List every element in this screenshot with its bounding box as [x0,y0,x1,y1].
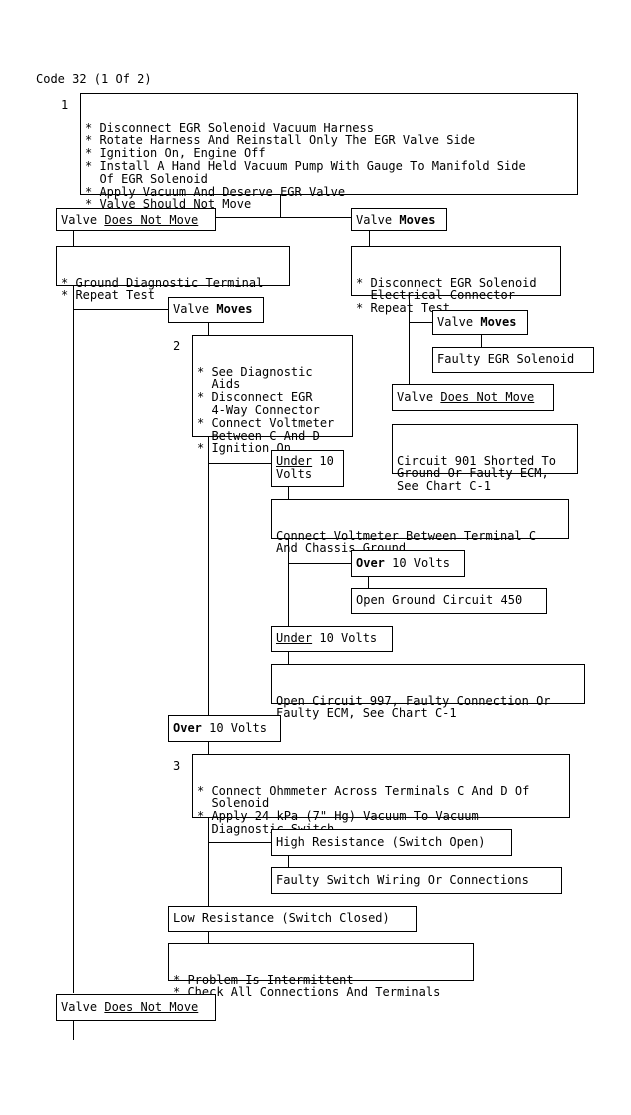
faulty-switch-wiring-box: Faulty Switch Wiring Or Connections [271,867,562,894]
connector-line [368,576,369,588]
connector-line [288,539,289,627]
connector-line [73,286,74,993]
intermittent-box: * Problem Is Intermittent* Check All Con… [168,943,474,999]
connector-line [409,322,434,323]
faulty-egr-solenoid-box: Faulty EGR Solenoid [432,347,594,373]
connector-line [481,334,482,348]
connector-line [73,230,74,247]
step-1-line: Of EGR Solenoid [85,171,208,186]
valve-does-not-move-box: Valve Does Not Move [56,994,216,1021]
step-1-box: * Disconnect EGR Solenoid Vacuum Harness… [80,93,578,211]
valve-moves-box: Valve Moves [351,208,447,231]
connector-line [369,230,370,247]
page-title: Code 32 (1 Of 2) [36,72,152,86]
ground-diagnostic-box: * Ground Diagnostic Terminal* Repeat Tes… [56,246,290,302]
emphasis-text: Under [276,631,313,645]
low-resistance-box: Low Resistance (Switch Closed) [168,906,417,932]
emphasis-text: Does Not Move [104,1000,199,1014]
connector-line [409,296,410,384]
valve-does-not-move-box: Valve Does Not Move [56,208,216,231]
connector-line [208,436,209,716]
step-number-2: 2 [173,339,181,353]
connector-line [288,486,289,499]
step-1-line: * Apply Vacuum And Deserve EGR Valve [85,184,346,199]
emphasis-text: Moves [399,213,436,227]
emphasis-text: Over [173,721,202,735]
open-ground-450-box: Open Ground Circuit 450 [351,588,547,614]
connector-line [208,842,272,843]
emphasis-text: Does Not Move [440,390,535,404]
connector-line [208,322,209,335]
connector-line [409,372,410,384]
step-1-line: * Rotate Harness And Reinstall Only The … [85,133,476,148]
connector-line [288,855,289,867]
step-number-1: 1 [61,98,69,112]
connector-line [208,817,209,907]
step-1-line: * Install A Hand Held Vacuum Pump With G… [85,158,526,173]
connector-line [73,1020,74,1040]
step-1-line: * Valve Should Not Move [85,197,252,212]
connector-line [288,651,289,664]
step-1-line: * Disconnect EGR Solenoid Vacuum Harness [85,120,374,135]
connector-line [216,217,352,218]
valve-moves-box: Valve Moves [168,297,264,323]
step-2-box: * See Diagnostic Aids* Disconnect EGR 4-… [192,335,353,455]
connector-line [288,563,352,564]
connector-line [280,195,281,217]
disconnect-egr-connector-box: * Disconnect EGR Solenoid Electrical Con… [351,246,561,314]
emphasis-text: Moves [480,315,517,329]
connector-line [208,931,209,944]
valve-does-not-move-box: Valve Does Not Move [392,384,554,411]
under-10-volts-box: Under 10 Volts [271,626,393,652]
emphasis-text: Does Not Move [104,213,199,227]
high-resistance-box: High Resistance (Switch Open) [271,829,512,856]
step-number-3: 3 [173,759,181,773]
over-10-volts-box: Over 10 Volts [351,550,465,577]
connector-line [208,741,209,754]
connector-line [208,463,272,464]
connector-line [73,309,169,310]
emphasis-text: Over [356,556,385,570]
step-1-line: * Ignition On, Engine Off [85,146,266,161]
valve-moves-box: Valve Moves [432,310,528,335]
step-3-box: * Connect Ohmmeter Across Terminals C An… [192,754,570,835]
over-10-volts-box: Over 10 Volts [168,715,281,742]
emphasis-text: Under [276,454,313,468]
emphasis-text: Moves [216,302,253,316]
